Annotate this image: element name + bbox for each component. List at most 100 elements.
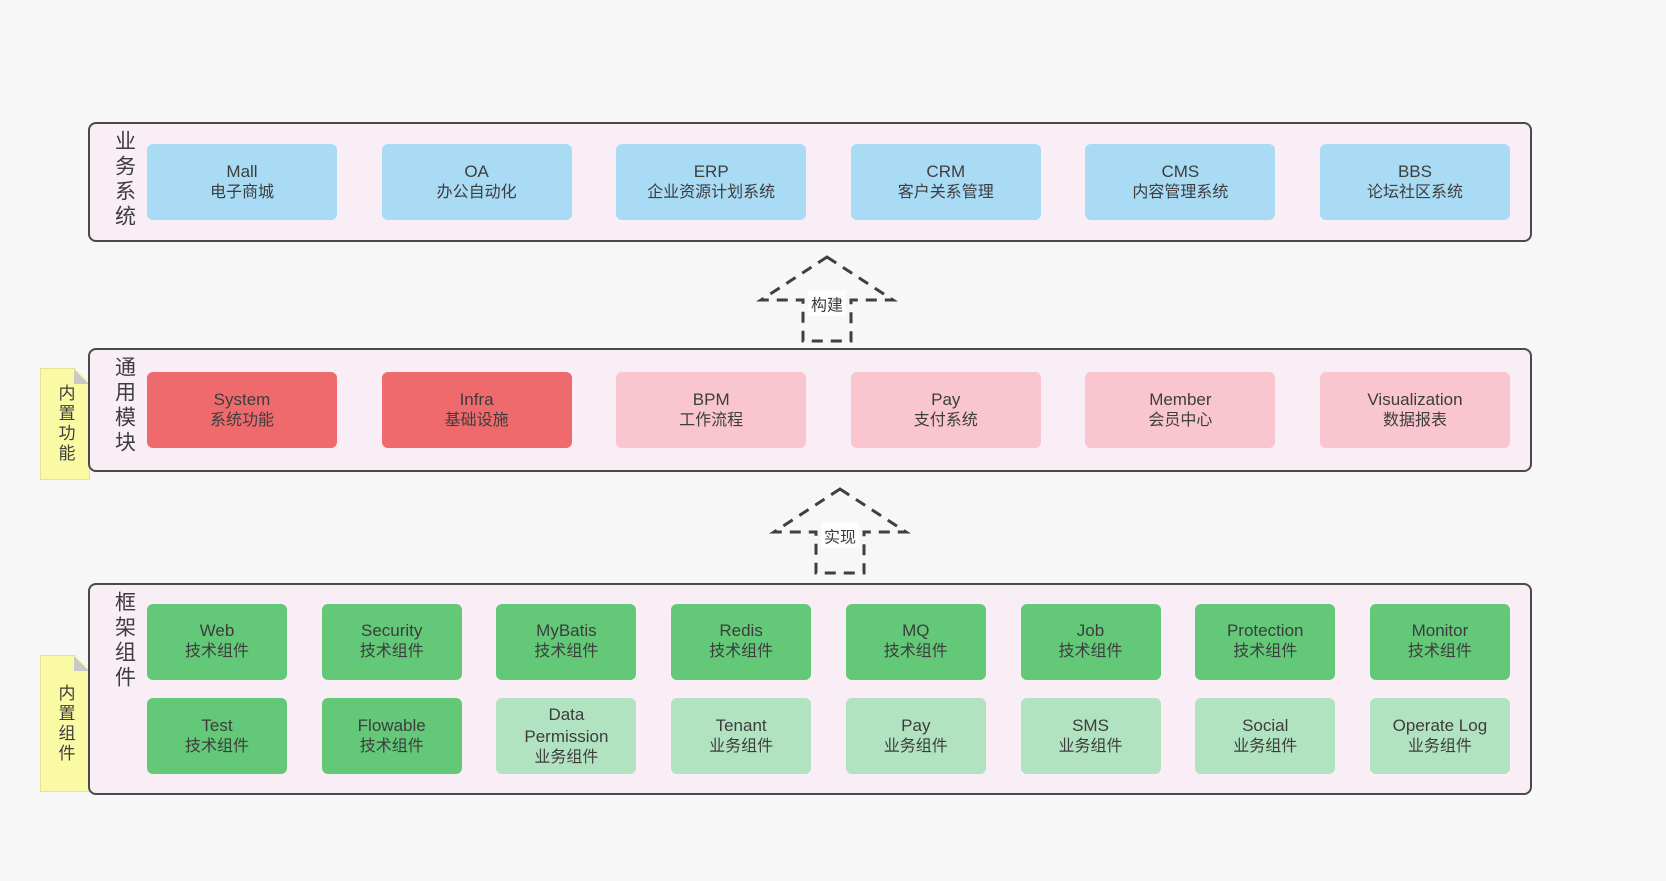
box-title: CMS	[1161, 161, 1200, 181]
box-subtitle: 系统功能	[209, 411, 274, 429]
box-subtitle: 技术组件	[1058, 643, 1123, 661]
section-label-modules: 通用模块	[112, 356, 136, 456]
box-title: BBS	[1397, 161, 1432, 181]
note-built-in-components: 内置组件	[40, 655, 90, 792]
box-title: OA	[464, 161, 489, 181]
arrow-implement: 实现	[768, 486, 912, 576]
box-title: Tenant	[715, 715, 767, 735]
box-title: Data Permission	[524, 704, 609, 746]
box-subtitle: 业务组件	[709, 737, 774, 755]
box-subtitle: 数据报表	[1382, 411, 1447, 429]
box-title: Pay	[931, 389, 961, 409]
box-web: Web 技术组件	[147, 603, 287, 680]
box-subtitle: 业务组件	[883, 737, 948, 755]
box-test: Test 技术组件	[147, 698, 287, 775]
box-title: Flowable	[357, 715, 426, 735]
box-protection: Protection 技术组件	[1195, 603, 1336, 680]
box-title: Monitor	[1411, 621, 1469, 641]
arrow-build: 构建	[755, 254, 899, 344]
box-subtitle: 会员中心	[1148, 411, 1213, 429]
box-bpm: BPM 工作流程	[616, 372, 807, 448]
note-built-in-functions: 内置功能	[40, 368, 90, 480]
box-title: CRM	[926, 161, 966, 181]
box-mq: MQ 技术组件	[845, 603, 986, 680]
box-title: MyBatis	[536, 621, 597, 641]
box-subtitle: 基础设施	[444, 411, 509, 429]
arrow-build-label: 构建	[807, 290, 847, 317]
box-subtitle: 企业资源计划系统	[647, 183, 776, 201]
box-tenant: Tenant 业务组件	[671, 698, 812, 775]
box-title: MQ	[902, 621, 930, 641]
box-subtitle: 技术组件	[359, 737, 424, 755]
box-mybatis: MyBatis 技术组件	[496, 603, 637, 680]
note-fold-corner-icon	[74, 656, 89, 671]
box-data-permission: Data Permission 业务组件	[496, 698, 637, 775]
box-title: Job	[1076, 621, 1105, 641]
box-crm: CRM 客户关系管理	[850, 144, 1041, 220]
box-subtitle: 支付系统	[913, 411, 978, 429]
box-oa: OA 办公自动化	[381, 144, 572, 220]
box-subtitle: 办公自动化	[436, 183, 517, 201]
box-subtitle: 业务组件	[1058, 737, 1123, 755]
box-subtitle: 技术组件	[883, 643, 948, 661]
box-social: Social 业务组件	[1195, 698, 1336, 775]
box-redis: Redis 技术组件	[671, 603, 812, 680]
box-title: ERP	[693, 161, 729, 181]
box-pay: Pay 业务组件	[845, 698, 986, 775]
box-flowable: Flowable 技术组件	[321, 698, 462, 775]
box-pay: Pay 支付系统	[850, 372, 1041, 448]
arrow-implement-label: 实现	[820, 522, 860, 549]
note-built-in-functions-text: 内置功能	[55, 384, 75, 464]
box-title: Redis	[719, 621, 763, 641]
box-subtitle: 技术组件	[534, 643, 599, 661]
box-job: Job 技术组件	[1020, 603, 1161, 680]
box-title: Mall	[226, 161, 258, 181]
box-title: Visualization	[1367, 389, 1463, 409]
box-subtitle: 技术组件	[359, 643, 424, 661]
box-infra: Infra 基础设施	[381, 372, 572, 448]
box-title: Pay	[901, 715, 931, 735]
box-cms: CMS 内容管理系统	[1085, 144, 1276, 220]
box-title: Security	[360, 621, 423, 641]
box-subtitle: 技术组件	[1233, 643, 1298, 661]
box-subtitle: 技术组件	[184, 643, 249, 661]
box-title: BPM	[692, 389, 730, 409]
box-subtitle: 业务组件	[534, 749, 599, 766]
box-title: Social	[1242, 715, 1289, 735]
box-subtitle: 客户关系管理	[897, 183, 994, 201]
box-subtitle: 内容管理系统	[1132, 183, 1229, 201]
box-title: Web	[199, 621, 235, 641]
box-title: SMS	[1072, 715, 1109, 735]
box-subtitle: 技术组件	[709, 643, 774, 661]
box-title: Test	[201, 715, 233, 735]
box-subtitle: 业务组件	[1233, 737, 1298, 755]
box-subtitle: 工作流程	[679, 411, 744, 429]
box-subtitle: 业务组件	[1407, 737, 1472, 755]
note-fold-corner-icon	[74, 369, 89, 384]
box-subtitle: 技术组件	[184, 737, 249, 755]
box-title: Infra	[459, 389, 494, 409]
section-common-modules: 通用模块 System 系统功能 Infra 基础设施 BPM 工作流程 Pay 支付系统 Me…	[88, 348, 1532, 472]
box-security: Security 技术组件	[321, 603, 462, 680]
box-erp: ERP 企业资源计划系统	[616, 144, 807, 220]
box-title: System	[213, 389, 271, 409]
section-label-business: 业务系统	[112, 130, 136, 230]
box-visualization: Visualization 数据报表	[1319, 372, 1510, 448]
arrow-up-dashed-icon	[768, 487, 912, 575]
box-title: Protection	[1226, 621, 1304, 641]
